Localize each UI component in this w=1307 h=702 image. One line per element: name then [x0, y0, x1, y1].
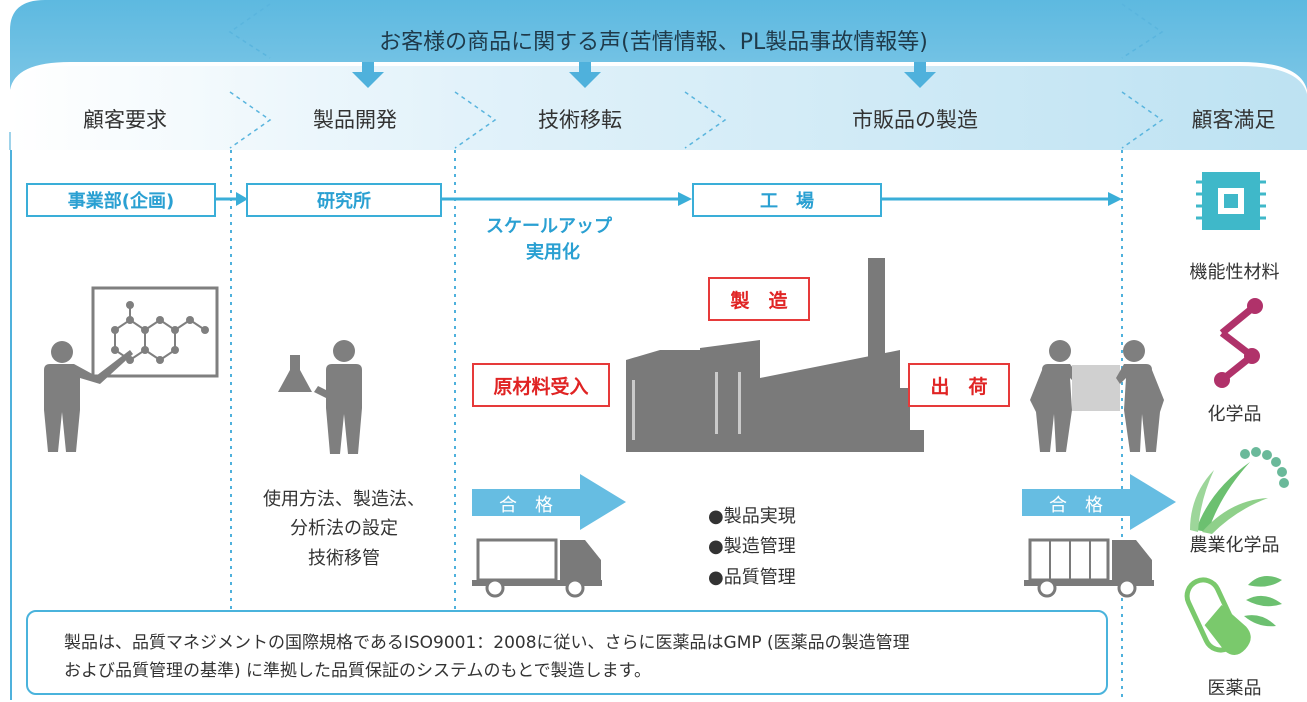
- note-line-2: および品質管理の基準) に準拠した品質保証のシステムのもとで製造します。: [64, 661, 651, 681]
- scaleup-label: スケールアップ: [486, 216, 612, 237]
- shipper-illustration: [1030, 340, 1164, 452]
- stage-product-development: 製品開発: [313, 108, 397, 132]
- chip-icon: [1196, 172, 1266, 230]
- lab-task-line-2: 分析法の設定: [290, 518, 398, 539]
- pass-arrow-2: [1022, 474, 1176, 530]
- stage-technology-transfer: 技術移転: [538, 108, 622, 132]
- truck-2: [1024, 538, 1154, 598]
- practical-use-label: 実用化: [526, 242, 580, 263]
- factory-illustration: [626, 258, 924, 452]
- manufacture-box: 製 造: [708, 277, 810, 321]
- raw-material-box: 原材料受入: [472, 363, 610, 407]
- stage-customer-request: 顧客要求: [83, 108, 167, 132]
- pass-label-1: 合 格: [499, 495, 553, 516]
- truck-1: [472, 538, 602, 598]
- bullet-quality-control: ●品質管理: [708, 567, 796, 588]
- capsule-icon: [1184, 576, 1282, 655]
- research-lab-box: 研究所: [246, 183, 442, 217]
- product-chemicals: 化学品: [1207, 404, 1262, 425]
- feedback-arrows: [352, 62, 936, 88]
- factory-box: 工 場: [692, 183, 882, 217]
- division-planning-box: 事業部(企画): [26, 183, 216, 217]
- product-functional-materials: 機能性材料: [1189, 262, 1280, 283]
- bullet-product-realization: ●製品実現: [708, 506, 796, 527]
- researcher-illustration: [278, 340, 362, 454]
- feedback-banner: [10, 0, 1307, 90]
- quality-system-note: 製品は、品質マネジメントの国際規格であるISO9001：2008に従い、さらに医…: [26, 610, 1108, 695]
- shipment-box: 出 荷: [908, 363, 1010, 407]
- rice-plant-icon: [1190, 447, 1289, 534]
- pass-label-2: 合 格: [1049, 495, 1103, 516]
- molecule-icon: [1214, 298, 1263, 388]
- bullet-manufacturing-control: ●製造管理: [708, 536, 796, 557]
- lab-task-line-1: 使用方法、製造法、: [263, 489, 425, 510]
- lab-task-line-3: 技術移管: [308, 548, 380, 569]
- product-agrochemicals: 農業化学品: [1189, 535, 1280, 556]
- stage-commercial-manufacturing: 市販品の製造: [852, 108, 978, 132]
- product-pharmaceuticals: 医薬品: [1207, 678, 1262, 699]
- pass-arrow-1: [472, 474, 626, 530]
- planner-illustration: [44, 286, 219, 452]
- stage-customer-satisfaction: 顧客満足: [1191, 108, 1276, 132]
- note-line-1: 製品は、品質マネジメントの国際規格であるISO9001：2008に従い、さらに医…: [64, 633, 910, 653]
- feedback-banner-text: お客様の商品に関する声(苦情情報、PL製品事故情報等): [379, 30, 928, 55]
- stage-strip: [10, 66, 1307, 150]
